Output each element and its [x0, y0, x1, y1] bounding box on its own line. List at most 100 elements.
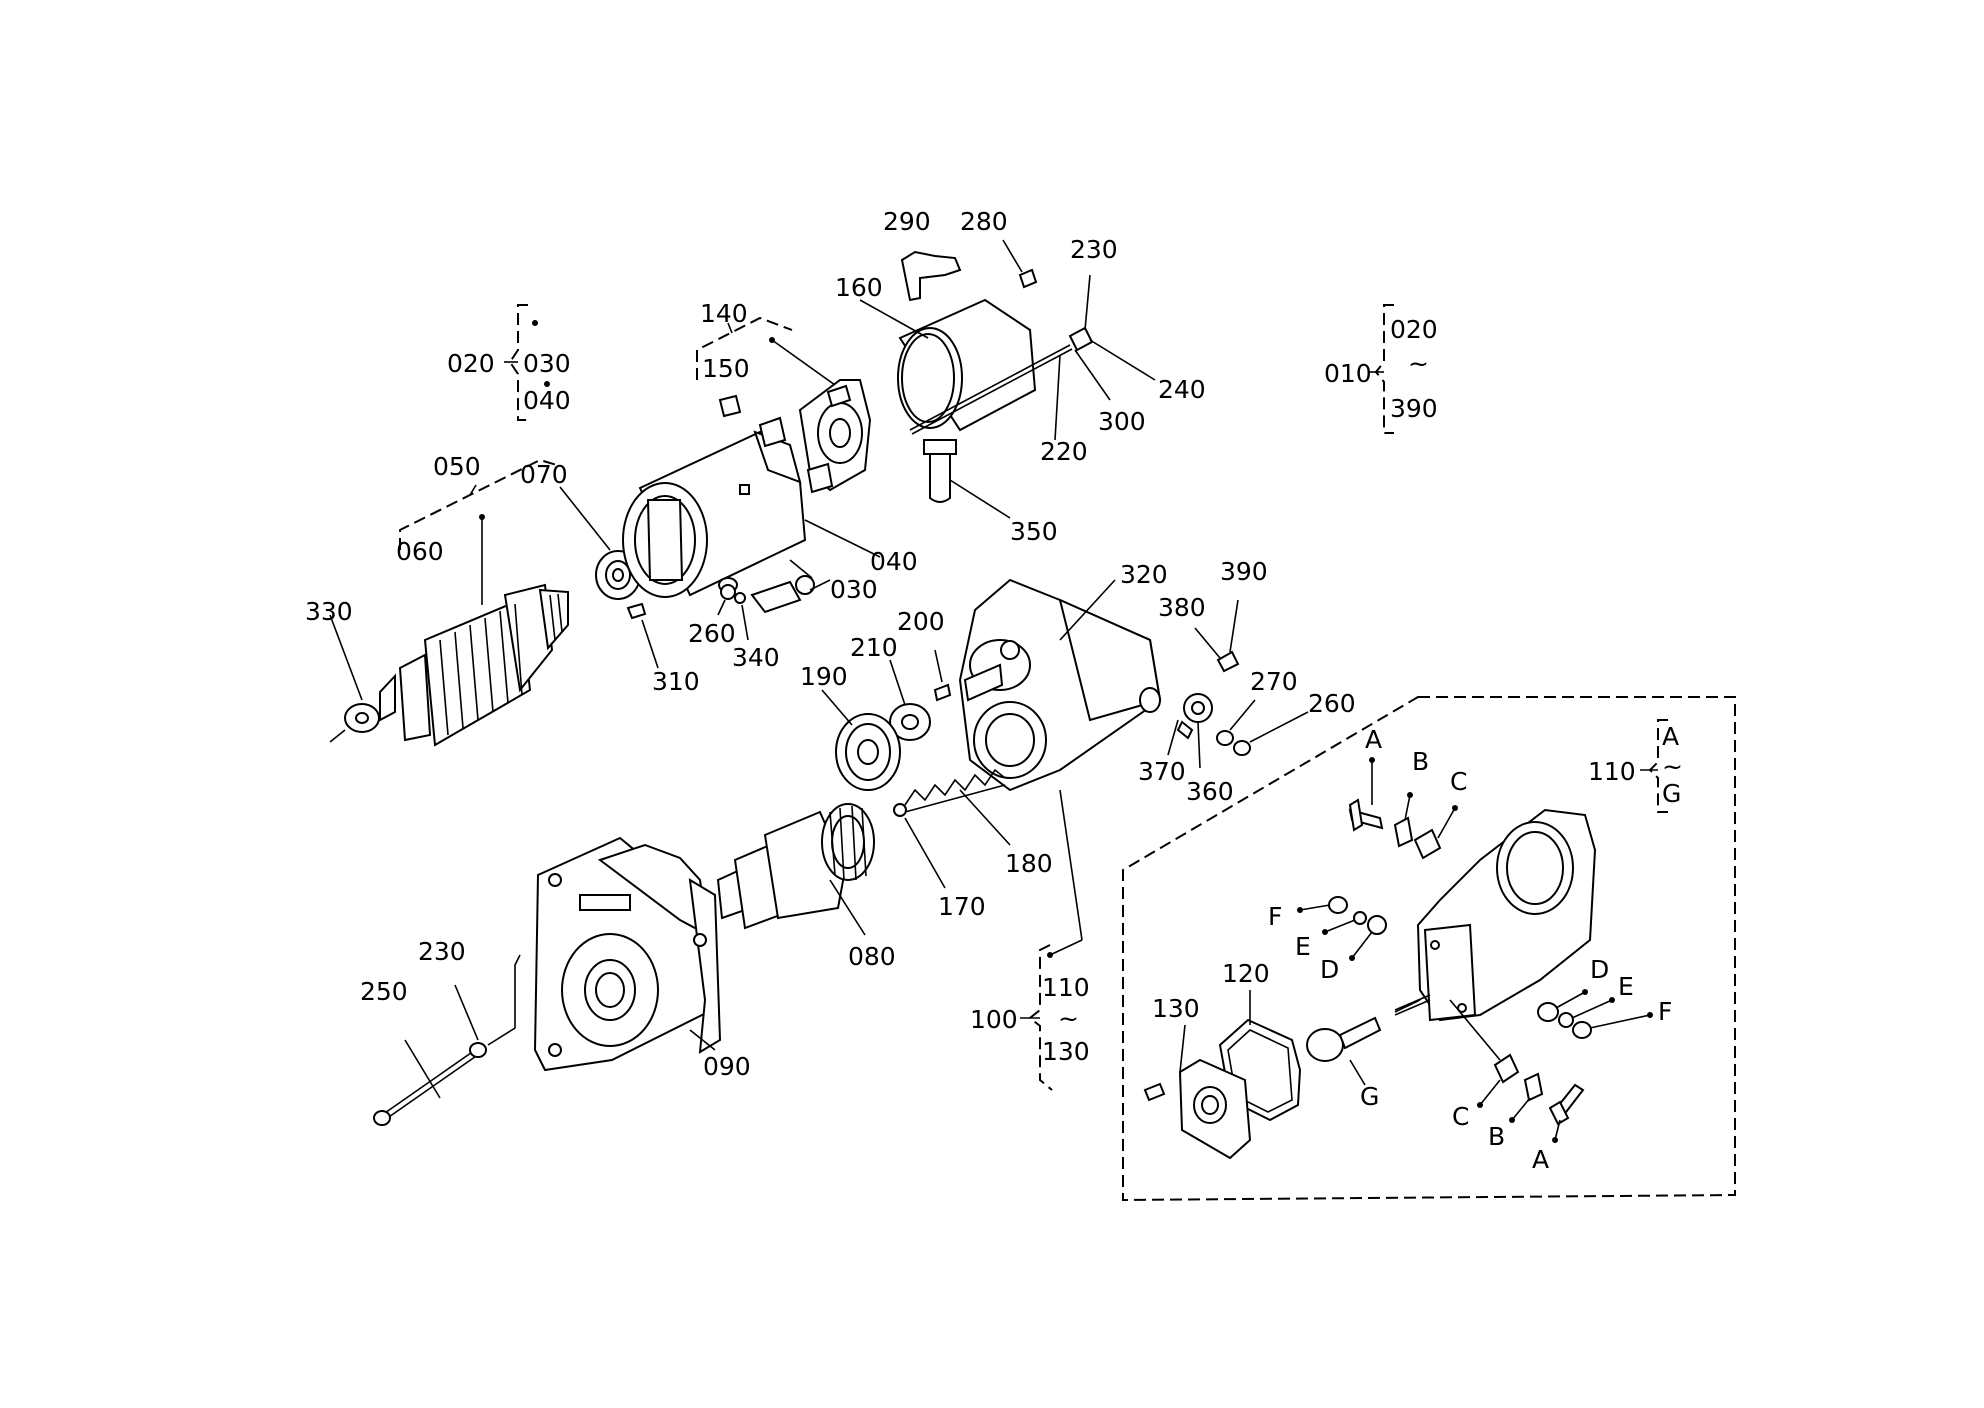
sleeve-350: 350 — [923, 439, 1058, 546]
label-370: 370 — [1138, 757, 1186, 786]
label-220: 220 — [1040, 437, 1088, 466]
key-310: 310 — [626, 602, 700, 696]
label-270: 270 — [1250, 667, 1298, 696]
label-110: 110 — [1042, 973, 1090, 1002]
bracket-020: 020 030 040 — [447, 304, 571, 421]
label-A: A — [1662, 722, 1679, 751]
label-040: 040 — [523, 386, 571, 415]
hardware-lower-A-F: D E F C B A — [1452, 955, 1672, 1174]
spring-150 — [718, 394, 742, 418]
label-390: 390 — [1220, 557, 1268, 586]
label-130: 130 — [1042, 1037, 1090, 1066]
label-C: C — [1450, 767, 1467, 796]
label-260: 260 — [1308, 689, 1356, 718]
label-110: 110 — [1588, 757, 1636, 786]
label-D: D — [1590, 955, 1609, 984]
label-B: B — [1412, 747, 1429, 776]
front-housing-090: 090 — [533, 836, 751, 1081]
label-230: 230 — [418, 937, 466, 966]
label-380: 380 — [1158, 593, 1206, 622]
label-180: 180 — [1005, 849, 1053, 878]
label-E: E — [1618, 972, 1634, 1001]
label-040: 040 — [870, 547, 918, 576]
bracket-140: 140 150 — [696, 299, 843, 391]
hardware-360-370: 370 360 270 260 — [1138, 667, 1356, 806]
label-G: G — [1662, 779, 1681, 808]
label-310: 310 — [652, 667, 700, 696]
label-240: 240 — [1158, 375, 1206, 404]
label-100: 100 — [970, 1005, 1018, 1034]
screw-280: 280 — [960, 207, 1038, 289]
label-F: F — [1268, 902, 1282, 931]
washer-330: 330 — [305, 597, 380, 743]
label-030: 030 — [830, 575, 878, 604]
retainer-210: 210 — [850, 633, 931, 741]
magnetic-switch-110 — [1394, 808, 1597, 1022]
yoke-040: 040 — [622, 430, 918, 598]
bolt-250: 250 230 — [360, 937, 521, 1126]
label-050: 050 — [433, 452, 481, 481]
label-130: 130 — [1152, 994, 1200, 1023]
label-200: 200 — [897, 607, 945, 636]
label-150: 150 — [702, 354, 750, 383]
label-030: 030 — [523, 349, 571, 378]
label-340: 340 — [732, 643, 780, 672]
clutch-080: 080 — [716, 803, 896, 971]
label-090: 090 — [703, 1052, 751, 1081]
label-C: C — [1452, 1102, 1469, 1131]
nut-260-left: 260 340 — [688, 584, 780, 672]
label-120: 120 — [1222, 959, 1270, 988]
label-360: 360 — [1186, 777, 1234, 806]
brush-holder-140 — [758, 379, 872, 494]
pin-200: 200 — [897, 607, 952, 702]
label-F: F — [1658, 997, 1672, 1026]
label-E: E — [1295, 932, 1311, 961]
label-020: 020 — [1390, 315, 1438, 344]
label-320: 320 — [1120, 560, 1168, 589]
label-A: A — [1532, 1145, 1549, 1174]
label-140: 140 — [700, 299, 748, 328]
label-390: 390 — [1390, 394, 1438, 423]
label-020: 020 — [447, 349, 495, 378]
label-D: D — [1320, 955, 1339, 984]
bracket-110: 110 A ~ G — [1588, 719, 1683, 813]
label-190: 190 — [800, 662, 848, 691]
leader-line — [1449, 999, 1501, 1061]
bracket-100: 100 110 ~ 130 — [970, 789, 1090, 1091]
armature-060 — [379, 583, 569, 747]
bearing-070: 070 — [520, 460, 641, 600]
label-080: 080 — [848, 942, 896, 971]
through-bolt-220: 220 230 240 300 — [909, 235, 1206, 466]
label-A: A — [1365, 725, 1382, 754]
label-210: 210 — [850, 633, 898, 662]
label-170: 170 — [938, 892, 986, 921]
svg-text:~: ~ — [1058, 1004, 1079, 1033]
label-010: 010 — [1324, 359, 1372, 388]
label-280: 280 — [960, 207, 1008, 236]
label-160: 160 — [835, 273, 883, 302]
label-G: G — [1360, 1082, 1379, 1111]
label-290: 290 — [883, 207, 931, 236]
label-B: B — [1488, 1122, 1505, 1151]
label-250: 250 — [360, 977, 408, 1006]
plunger-G: G — [1306, 1016, 1382, 1111]
idle-gear-190: 190 — [800, 662, 901, 791]
brush-lead-030: 030 — [718, 559, 878, 614]
leader-line — [1394, 999, 1421, 1013]
spring-180: 180 — [904, 768, 1053, 878]
bracket-290: 290 — [883, 207, 962, 302]
gear-housing-320: 320 — [958, 560, 1168, 792]
label-330: 330 — [305, 597, 353, 626]
bracket-050: 050 060 — [396, 452, 561, 605]
svg-text:~: ~ — [1662, 752, 1683, 781]
subassembly-110-frame — [1122, 696, 1736, 1202]
rear-cover-160: 160 — [835, 273, 1037, 432]
svg-text:~: ~ — [1408, 349, 1429, 378]
hardware-upper-A-F: A B C F E D — [1268, 725, 1467, 984]
cover-130: 130 — [1143, 994, 1252, 1160]
label-260: 260 — [688, 619, 736, 648]
label-300: 300 — [1098, 407, 1146, 436]
label-230: 230 — [1070, 235, 1118, 264]
